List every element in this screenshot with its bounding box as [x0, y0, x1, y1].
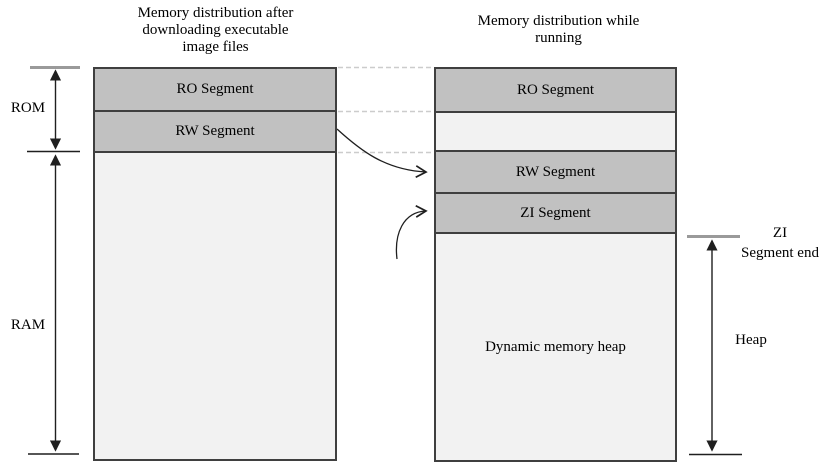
memory-column-while-running: RO Segment RW Segment ZI Segment Dynamic… — [434, 67, 677, 462]
rom-label: ROM — [10, 100, 46, 116]
right-zi-segment: ZI Segment — [436, 194, 675, 234]
left-column-title: Memory distribution after downloading ex… — [113, 5, 318, 56]
left-title-line-3: image files — [182, 39, 249, 55]
left-title-line-1: Memory distribution after — [137, 5, 294, 21]
zi-segment-create-arrow — [395, 204, 428, 260]
right-column-title: Memory distribution while running — [456, 13, 661, 47]
rw-segment-move-arrow — [336, 128, 428, 178]
dynamic-memory-heap-area: Dynamic memory heap — [485, 338, 626, 355]
zi-segment-end-label: ZI Segment end — [727, 223, 829, 263]
right-title-line-1: Memory distribution while — [477, 13, 640, 29]
left-ro-segment: RO Segment — [95, 69, 335, 112]
heap-label: Heap — [735, 332, 767, 348]
right-title-line-2: running — [535, 30, 582, 46]
zi-segment-end-line-2: Segment end — [741, 245, 819, 261]
right-rw-segment: RW Segment — [436, 152, 675, 194]
right-empty-gap — [436, 113, 675, 152]
zi-segment-end-line-1: ZI — [772, 225, 788, 241]
left-rw-segment: RW Segment — [95, 112, 335, 153]
left-title-line-2: downloading executable — [142, 22, 289, 38]
memory-column-after-download: RO Segment RW Segment — [93, 67, 337, 461]
right-ro-segment: RO Segment — [436, 69, 675, 113]
ram-label: RAM — [10, 317, 46, 333]
